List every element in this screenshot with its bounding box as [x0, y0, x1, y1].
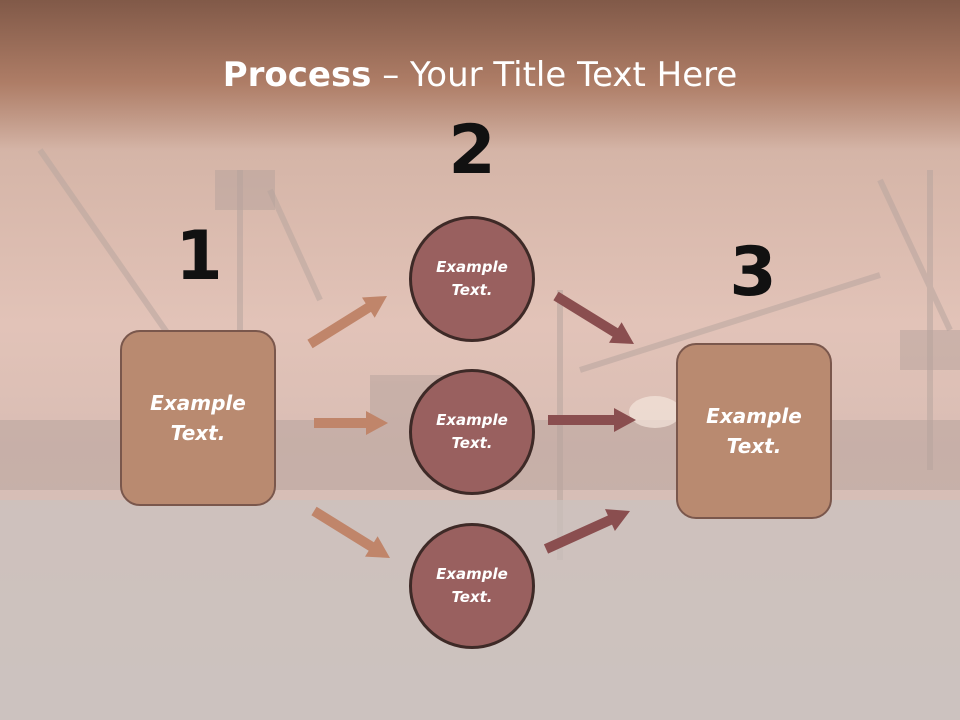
step-number-1: 1 [175, 217, 223, 296]
title-rest: – Your Title Text Here [371, 55, 738, 95]
step-number-3: 3 [729, 233, 777, 312]
arrow-to-bottom-circle [311, 506, 390, 558]
step-1-label: Example Text. [150, 391, 246, 445]
slide-title: Process – Your Title Text Here [0, 52, 960, 98]
step-2-circle-middle[interactable]: Example Text. [409, 369, 535, 495]
circle-top-label: Example Text. [436, 258, 508, 299]
circle-middle-label: Example Text. [436, 411, 508, 452]
step-3-box[interactable]: Example Text. [676, 343, 832, 519]
arrow-to-top-circle [307, 296, 387, 349]
step-2-circle-bottom[interactable]: Example Text. [409, 523, 535, 649]
title-band [0, 0, 960, 150]
arrow-to-middle-circle [314, 411, 388, 435]
arrow-bottom-to-step-3 [543, 509, 630, 554]
arrow-top-to-step-3 [553, 291, 634, 344]
step-2-circle-top[interactable]: Example Text. [409, 216, 535, 342]
step-1-box[interactable]: Example Text. [120, 330, 276, 506]
step-number-2: 2 [448, 111, 496, 190]
arrow-middle-to-step-3 [548, 408, 636, 432]
step-3-label: Example Text. [706, 404, 802, 458]
title-bold: Process [222, 55, 372, 95]
circle-bottom-label: Example Text. [436, 565, 508, 606]
